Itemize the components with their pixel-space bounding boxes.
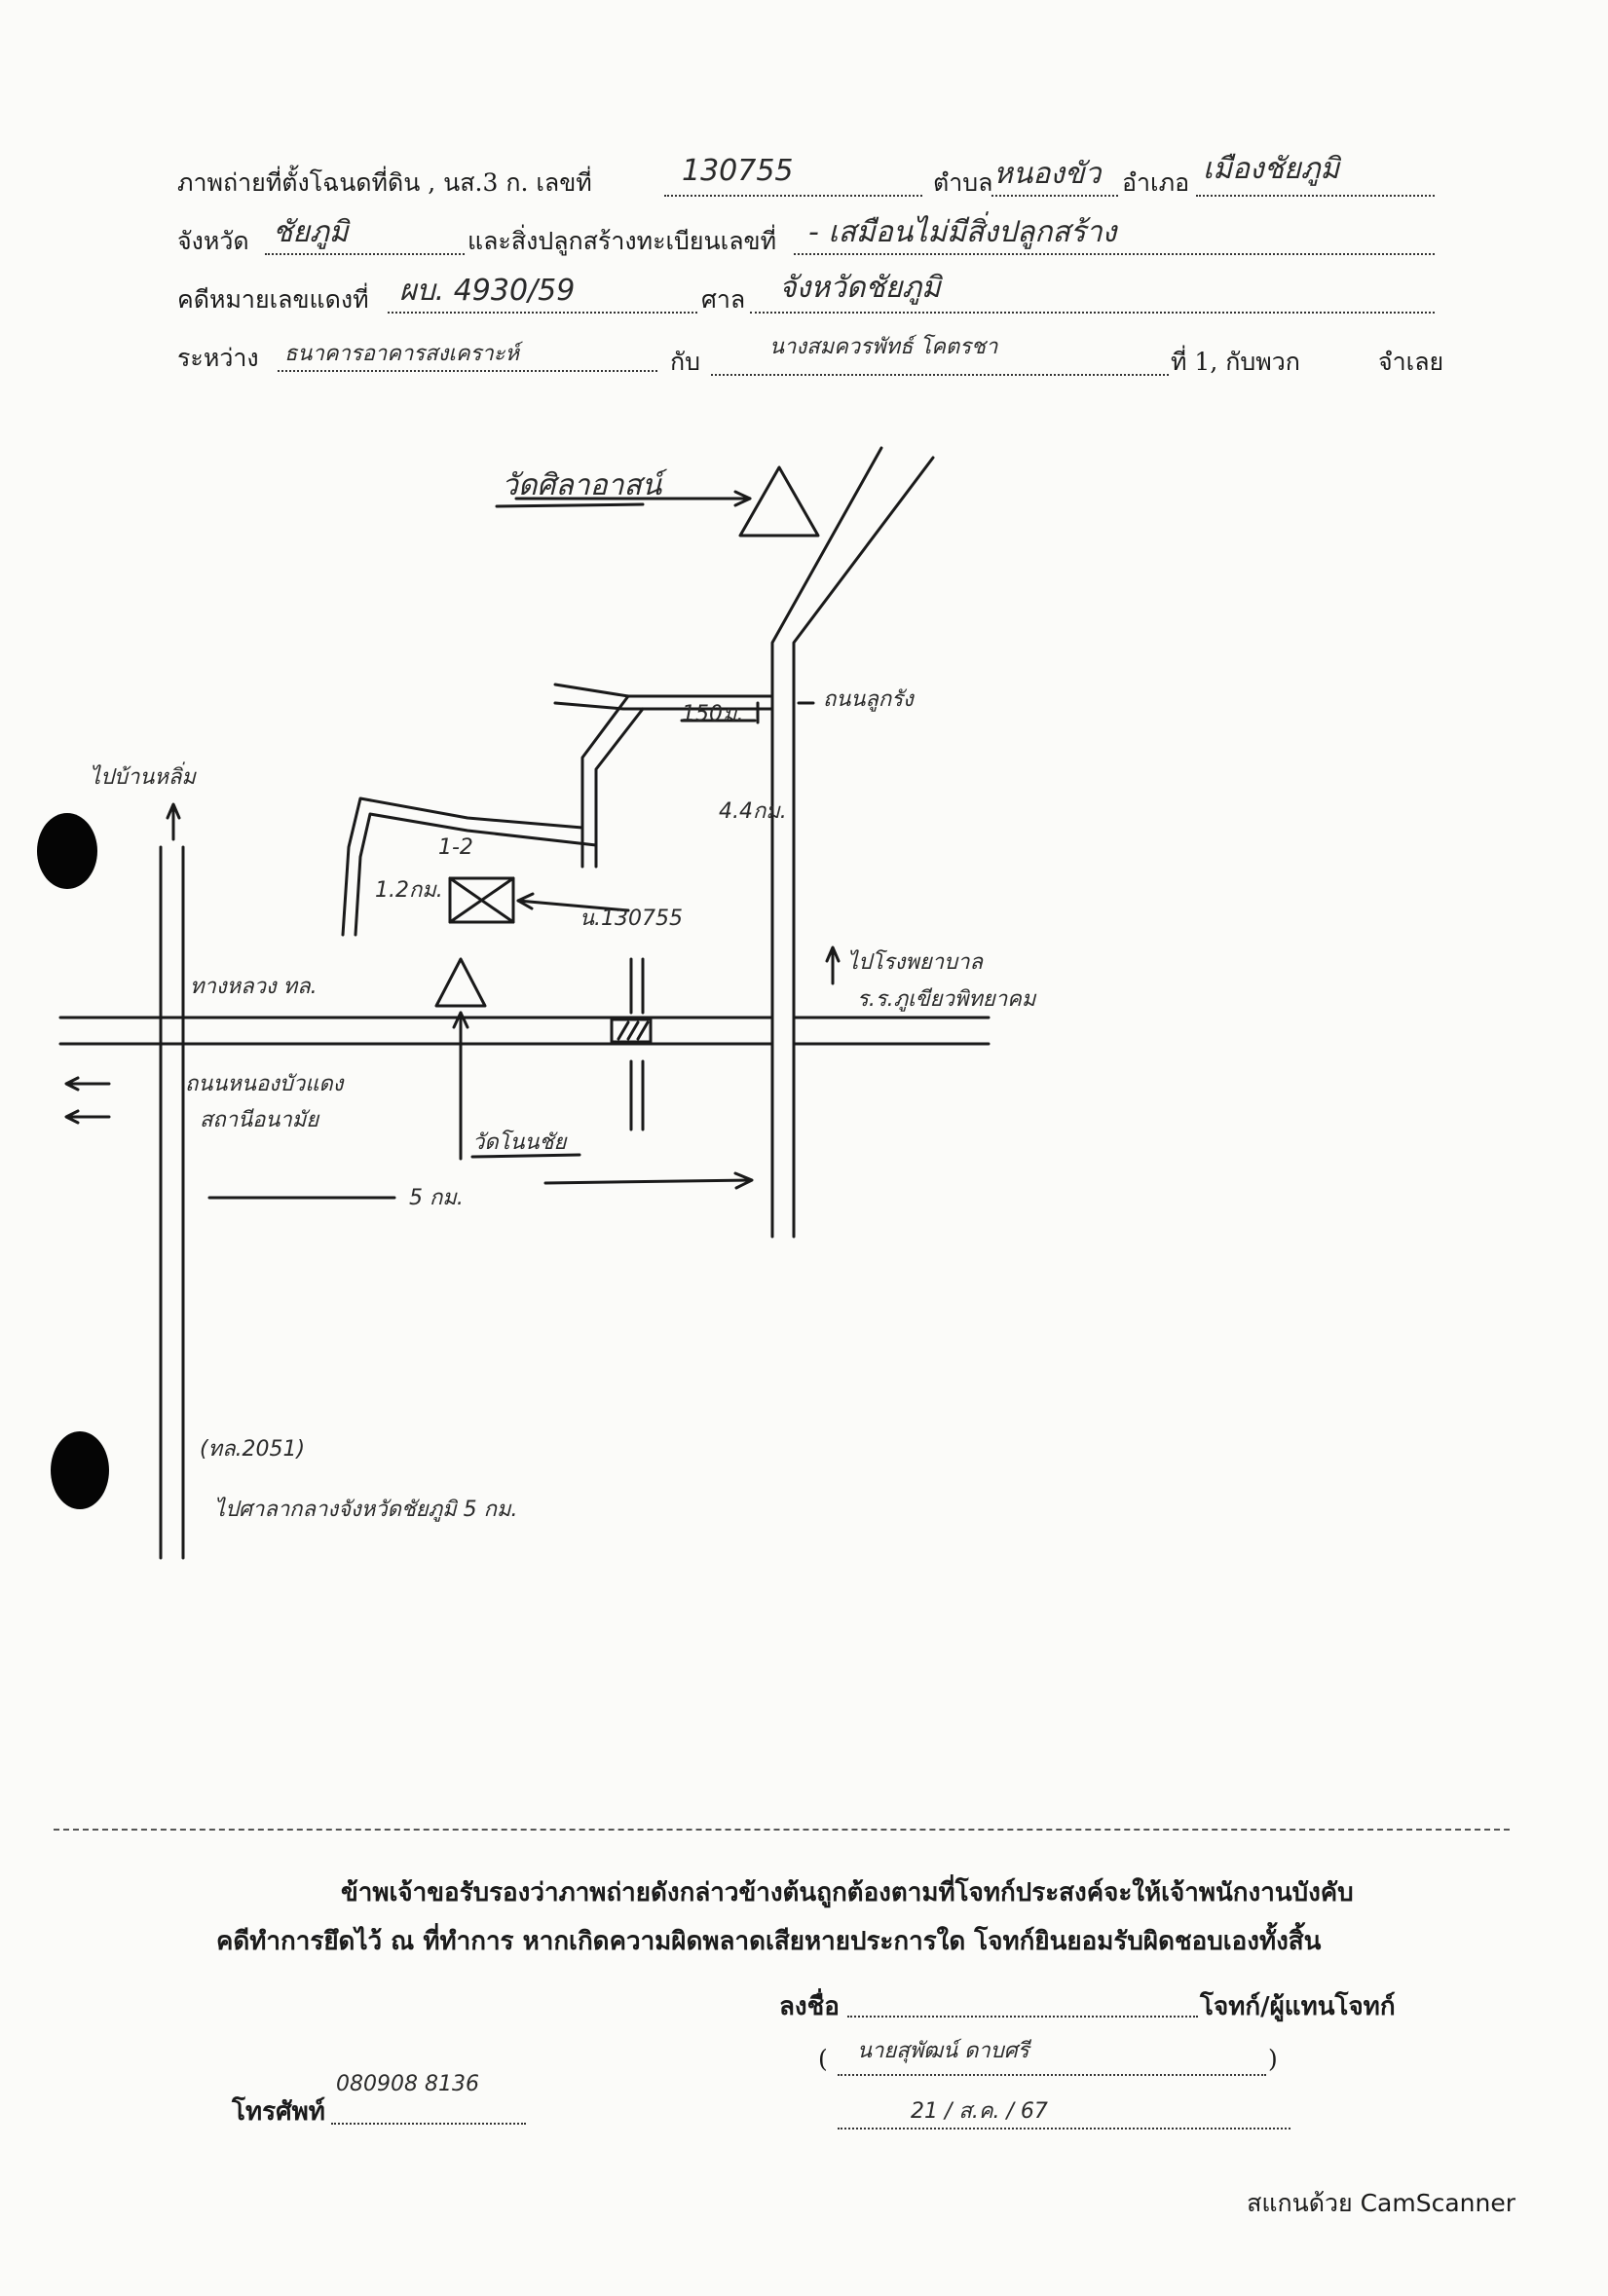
underline-temple-bottom [470,1153,581,1159]
dotted-line [265,253,465,255]
dotted-line [388,312,697,314]
feeder-road-bottom [553,701,774,711]
cert-line-1: ข้าพเจ้าขอรับรองว่าภาพถ่ายดังกล่าวข้างต้… [341,1878,1354,1907]
label-between: ระหว่าง [177,344,259,372]
access-road-top [341,796,584,937]
label-role: จำเลย [1378,348,1444,376]
map-dist-12: 1.2กม. [375,878,443,903]
defendant-value: นางสมควรพัทธ์ โคตรชา [769,335,998,359]
deed-number: 130755 [682,154,794,188]
label-court: ศาล [701,285,746,314]
dotted-line [991,195,1118,197]
plot-cross [448,876,515,924]
dotted-line [838,2128,1290,2129]
bridge-box [610,1018,653,1044]
map-road-north: ถนนลูกรัง [823,687,914,712]
label-case-no: คดีหมายเลขแดงที่ [177,285,369,314]
dotted-line [664,195,922,197]
arrow-head [64,1076,80,1092]
bridge-hatch [617,1020,650,1041]
punch-hole-bottom [51,1431,109,1509]
camscanner-watermark: สแกนด้วย CamScanner [1247,2189,1515,2217]
map-to-left: ไปบ้านหลิ่ม [90,765,196,790]
main-road-right-edge [792,456,935,1239]
arrow-head [825,945,841,963]
map-highway: (ทล.2051) [200,1437,306,1462]
label-building-reg: และสิ่งปลูกสร้างทะเบียนเลขที่ [467,227,777,255]
case-number: ผบ. 4930/59 [399,274,576,308]
label-subdistrict: ตำบล [933,168,993,197]
arrow-head [64,1109,80,1125]
underline-temple-top [495,502,645,508]
dotted-line [794,253,1435,255]
label-with: กับ [670,348,701,376]
label-photo-deed: ภาพถ่ายที่ตั้งโฉนดที่ดิน , นส.3 ก. เลขที… [177,168,592,197]
dotted-line [711,374,1169,376]
map-right-label-2: ร.ร.ภูเขียวพิทยาคม [857,987,1036,1012]
arrow-head [733,490,752,507]
arrow-head [166,802,181,820]
arrow-to-plot [516,899,630,912]
map-right-label-1: ไปโรงพยาบาล [847,950,983,975]
label-sign: ลงชื่อ [779,1992,840,2021]
cert-line-2: คดีทำการยึดไว้ ณ ที่ทำการ หากเกิดความผิด… [216,1927,1322,1956]
label-phone: โทรศัพท์ [232,2097,325,2127]
map-dist-5: 5 กม. [409,1186,464,1210]
map-dist-150: 150ม. [682,702,744,726]
map-left-label-2: สถานีอนามัย [200,1108,319,1132]
temple-triangle-top [738,465,820,537]
plaintiff-value: ธนาคารอาคารสงเคราะห์ [284,342,520,366]
map-road-left: ทางหลวง ทล. [190,975,318,999]
province-value: ชัยภูมิ [273,215,349,249]
paren-close: ) [1268,2045,1278,2073]
arrow-head [733,1171,754,1190]
label-province: จังหวัด [177,227,249,255]
dotted-line [838,2074,1266,2076]
main-road-left-edge [770,446,883,1239]
arrow-head [516,892,535,910]
bridge-mark-1 [629,957,645,1015]
label-district: อำเภอ [1122,168,1190,197]
arrow-head [452,1011,469,1029]
map-plot-label: น.130755 [580,907,684,931]
marker-150m [680,701,760,724]
label-defendant-suffix: ที่ 1, กับพวก [1171,348,1300,376]
court-value: จังหวัดชัยภูมิ [779,271,941,305]
dotted-line [847,2016,1198,2018]
dotted-line [1196,195,1435,197]
bridge-mark-2 [629,1059,645,1131]
phone-value: 080908 8136 [336,2072,479,2096]
map-temple-bottom: วัดโนนชัย [472,1130,567,1155]
subdistrict-value: หนองขัว [993,157,1102,191]
plot-box [448,876,515,924]
dimension-5km-right [543,1178,752,1185]
sign-date: 21 / ส.ค. / 67 [911,2099,1048,2124]
feeder-road-top [553,683,774,698]
dotted-line [278,370,657,372]
dotted-line [331,2123,526,2125]
district-value: เมืองชัยภูมิ [1203,152,1340,186]
label-sign-role: โจทก์/ผู้แทนโจทก์ [1200,1992,1396,2021]
signer-name: นายสุพัฒน์ ดาบศรี [857,2039,1029,2063]
separator-line [54,1829,1510,1831]
building-value: - เสมือนไม่มีสิ่งปลูกสร้าง [808,215,1117,249]
map-to-city: ไปศาลากลางจังหวัดชัยภูมิ 5 กม. [214,1498,518,1522]
punch-hole-top [37,813,97,889]
map-temple-top: วัดศิลาอาสน์ [502,468,662,502]
feeder-connector-1 [580,694,630,869]
temple-triangle-bottom [434,957,487,1008]
dotted-line [750,312,1435,314]
access-road-bottom [354,812,598,937]
map-dist-44: 4.4กม. [719,799,787,824]
paren-open: ( [818,2045,828,2073]
map-plot-12: 1-2 [438,835,473,860]
feeder-connector-2 [594,707,645,869]
map-left-label-1: ถนนหนองบัวแดง [185,1072,344,1096]
